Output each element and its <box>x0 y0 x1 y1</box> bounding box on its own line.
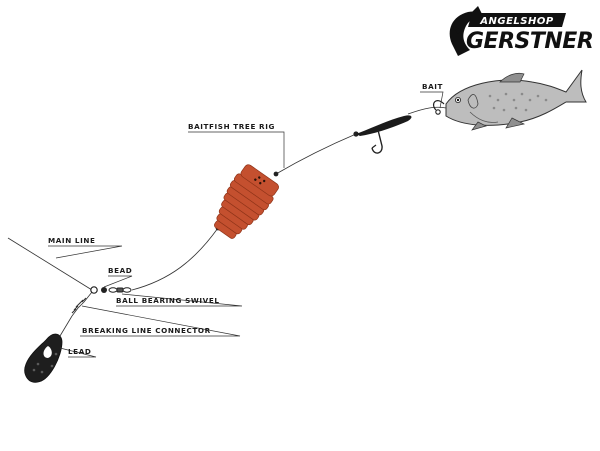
logo-top-text: ANGELSHOP <box>479 16 554 27</box>
label-lead: LEAD <box>68 347 91 356</box>
hook-link <box>407 106 447 115</box>
lead-body <box>24 333 63 383</box>
bait-hook-eye <box>435 109 441 115</box>
label-connector: BREAKING LINE CONNECTOR <box>82 326 211 335</box>
rubber-tube <box>356 115 412 136</box>
ball-bearing-swivel <box>108 287 132 293</box>
lower-line <box>131 227 219 291</box>
leader-main-line <box>48 245 123 259</box>
label-swivel: BALL BEARING SWIVEL <box>116 296 220 305</box>
bead-dark <box>101 287 107 293</box>
connector-line <box>71 291 93 317</box>
dorsal-fin <box>499 72 525 83</box>
leader-swivel <box>116 293 243 307</box>
bead <box>90 286 98 294</box>
logo-banner <box>468 13 566 27</box>
label-tree-rig: BAITFISH TREE RIG <box>188 122 275 131</box>
float-body <box>214 164 279 239</box>
fish-scales <box>488 92 548 112</box>
bait-hook-icon <box>432 100 445 111</box>
upper-line <box>275 133 357 175</box>
gill-cover <box>467 94 479 109</box>
breaking-line-connector <box>71 297 87 314</box>
label-bait: BAIT <box>422 82 443 91</box>
leader-tree-rig <box>188 131 285 168</box>
leader-connector <box>80 305 241 337</box>
hook-barb <box>371 144 377 149</box>
main-line <box>7 237 93 291</box>
hook-icon <box>371 129 383 154</box>
bait-fish <box>445 69 587 131</box>
leaping-fish-logo-icon <box>449 6 488 57</box>
logo-main-text: GERSTNER <box>466 29 593 54</box>
logo: ANGELSHOP GERSTNER <box>449 6 594 57</box>
lead-eye-hole <box>43 346 52 358</box>
lead-weight <box>24 333 63 383</box>
label-leaders <box>48 91 444 358</box>
fish-belly-line <box>469 111 499 123</box>
label-main-line: MAIN LINE <box>48 236 96 245</box>
hook-assembly <box>356 100 445 154</box>
rig-lines <box>7 106 447 337</box>
tree-rig-float <box>214 164 279 239</box>
leader-bead <box>103 275 133 288</box>
anal-fin <box>505 117 526 129</box>
lead-dimples <box>32 352 58 374</box>
pelvic-fin <box>471 121 487 131</box>
leader-lead <box>59 347 97 358</box>
leader-bait <box>420 91 444 109</box>
float-stop-bead-upper <box>273 171 279 177</box>
lead-link <box>59 315 73 337</box>
label-bead: BEAD <box>108 266 132 275</box>
